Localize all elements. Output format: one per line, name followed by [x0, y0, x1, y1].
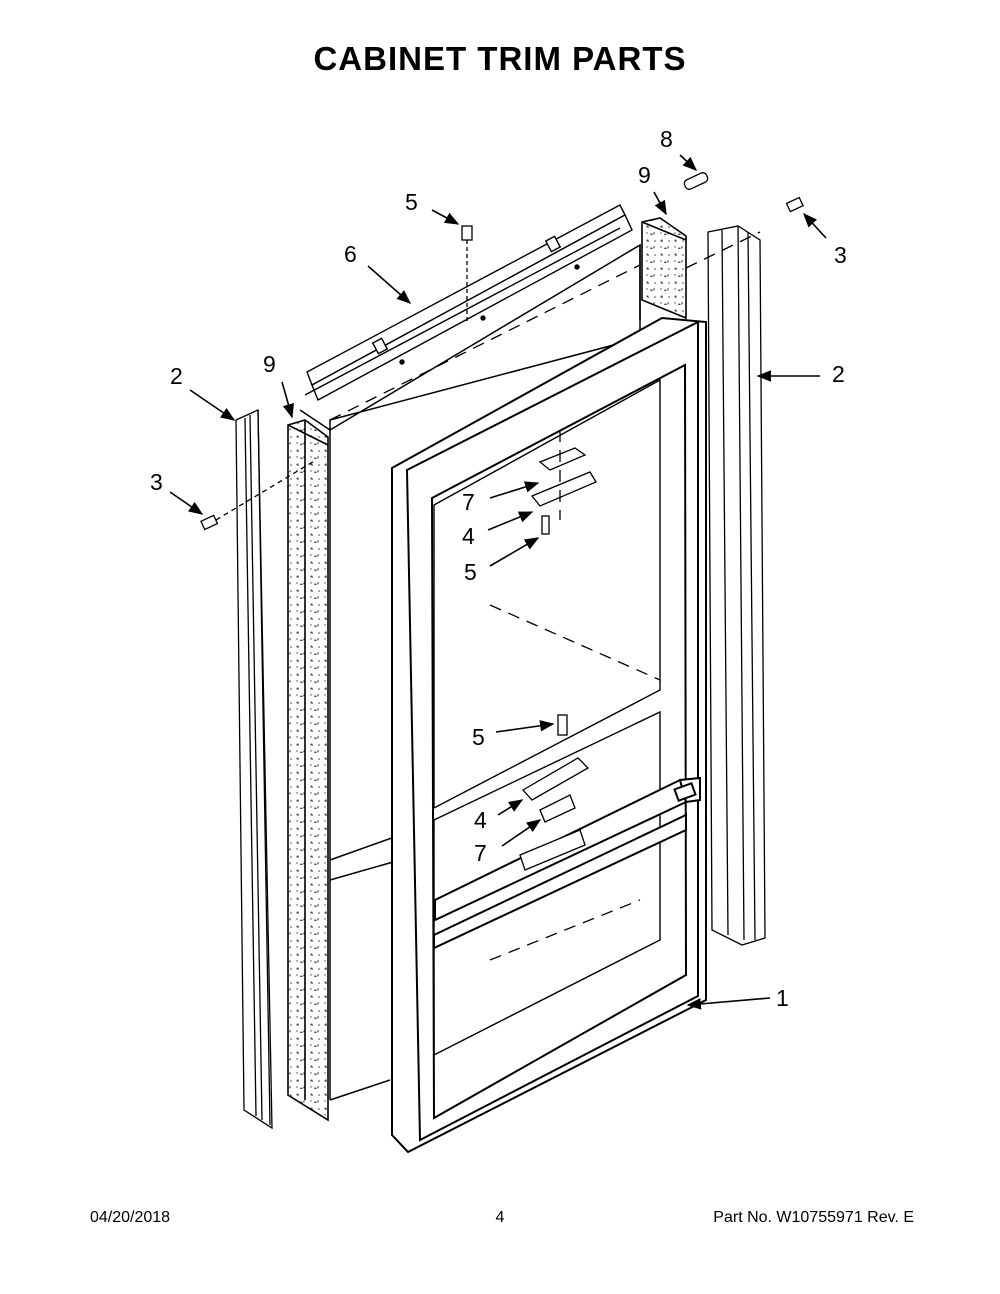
footer-date: 04/20/2018 [90, 1209, 171, 1226]
callout-3-right: 3 [834, 242, 847, 268]
footer-page-number: 4 [495, 1209, 505, 1226]
callout-2-right: 2 [832, 361, 845, 387]
alignment-lines [329, 231, 761, 961]
callout-6: 6 [344, 241, 357, 267]
left-side-trim [235, 408, 273, 1130]
callout-2-left: 2 [170, 363, 183, 389]
lower-hinge-parts [519, 714, 590, 871]
footer-part-number: Part No. W10755971 Rev. E [713, 1209, 914, 1226]
leader-arrows [169, 154, 827, 1010]
right-side-trim [707, 225, 766, 946]
callout-4-lower: 4 [474, 807, 487, 833]
screw-top-center [461, 225, 473, 324]
callout-7-lower: 7 [474, 840, 487, 866]
callout-labels: 8 9 5 3 6 2 9 2 3 7 4 5 5 4 7 1 [150, 126, 847, 1011]
door-trim-frame [391, 316, 707, 1154]
callout-8: 8 [660, 126, 673, 152]
callout-5-lower: 5 [472, 724, 485, 750]
callout-5-upper: 5 [464, 559, 477, 585]
callout-7-upper: 7 [462, 489, 475, 515]
callout-3-left: 3 [150, 469, 163, 495]
callout-5-top: 5 [405, 189, 418, 215]
callout-9-top: 9 [638, 162, 651, 188]
callout-9-left: 9 [263, 351, 276, 377]
pin-top [683, 172, 709, 190]
upper-hinge-parts [530, 447, 597, 535]
top-trim-strip [304, 204, 633, 401]
callout-1: 1 [776, 985, 789, 1011]
right-foam-strip [641, 217, 687, 320]
screw-right [785, 196, 804, 213]
screw-left [200, 459, 317, 531]
callout-4-upper: 4 [462, 523, 475, 549]
page-title: CABINET TRIM PARTS [313, 40, 687, 77]
left-foam-strip [287, 419, 329, 1122]
